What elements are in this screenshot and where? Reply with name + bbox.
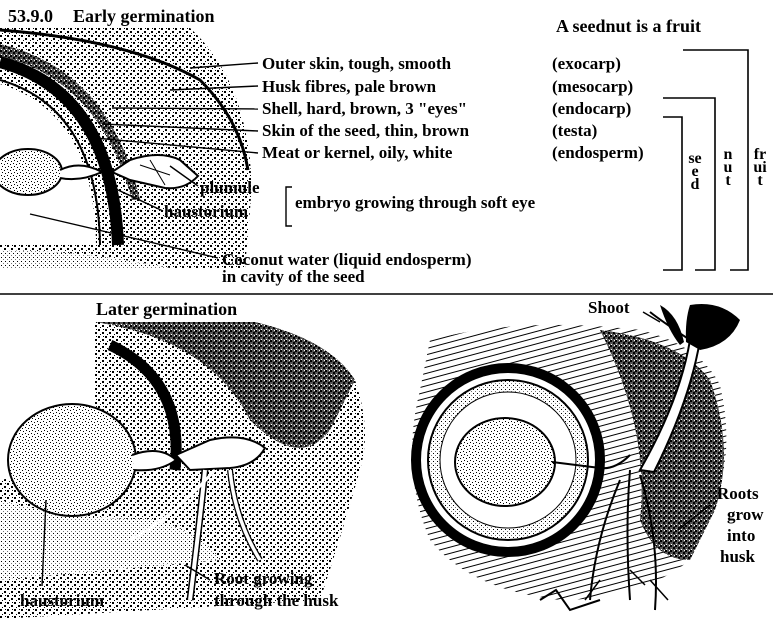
roots-label-line4: husk [720,547,755,566]
haustorium-label-early: haustorium [164,202,248,221]
roots-label-line2: grow [727,505,764,524]
testa-label: (testa) [552,121,597,140]
haustorium-label-later: haustorium [20,591,104,610]
root-growing-label-line1: Root growing [214,569,312,588]
shell-label: Shell, hard, brown, 3 "eyes" [262,99,467,118]
endocarp-label: (endocarp) [552,99,631,118]
early-germination-drawing [0,28,251,268]
embryo-note-label: embryo growing through soft eye [295,193,535,212]
shoot-label: Shoot [588,298,630,317]
meat-label: Meat or kernel, oily, white [262,143,452,162]
seed-bracket-label: seed [688,152,702,191]
coconut-water-label-line2: in cavity of the seed [222,267,365,286]
husk-fibres-label: Husk fibres, pale brown [262,77,436,96]
root-growing-label-line2: through the husk [214,591,338,610]
fruit-bracket-label: fruit [753,148,767,187]
later-germination-whole-nut [412,304,740,610]
early-germination-title: Early germination [73,7,215,26]
roots-label-line1: Roots [717,484,759,503]
outer-skin-label: Outer skin, tough, smooth [262,54,451,73]
later-germination-title: Later germination [96,300,237,319]
seednut-fruit-title: A seednut is a fruit [556,17,701,36]
section-number: 53.9.0 [8,7,53,26]
seed-bracket [663,117,682,270]
classification-brackets [663,50,748,270]
roots-label-line3: into [727,526,755,545]
plumule-label: plumule [200,178,260,197]
mesocarp-label: (mesocarp) [552,77,633,96]
exocarp-label: (exocarp) [552,54,621,73]
endosperm-label: (endosperm) [552,143,644,162]
seed-skin-label: Skin of the seed, thin, brown [262,121,469,140]
nut-bracket-label: nut [721,148,735,187]
